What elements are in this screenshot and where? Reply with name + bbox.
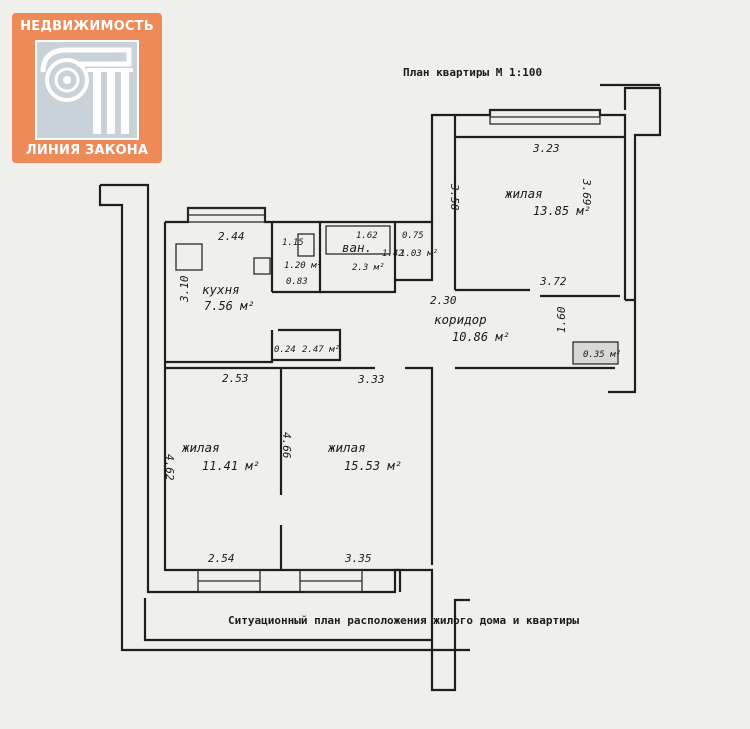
dim-living-ne-right: 3.69 bbox=[580, 178, 593, 206]
dim-living-sw-bottom: 2.54 bbox=[208, 552, 235, 565]
dim-living-ne-bottom: 3.72 bbox=[539, 275, 567, 288]
dim-living-ne-left: 3.58 bbox=[448, 183, 461, 211]
dim-closet-top: 0.75 bbox=[402, 231, 424, 241]
area-living-sw: 11.41 м² bbox=[202, 459, 260, 473]
dim-kitchen-side: 3.10 bbox=[178, 275, 191, 303]
dim-wc-a: 1.15 bbox=[282, 238, 304, 248]
dim-bath-top: 1.62 bbox=[356, 231, 378, 241]
label-living-sw: жилая bbox=[181, 440, 220, 455]
wall-kitchen-south bbox=[165, 328, 342, 364]
outer-wall-west-inner bbox=[98, 185, 470, 652]
area-small-store: 2.47 м² bbox=[302, 345, 340, 355]
outer-wall-south bbox=[143, 598, 432, 642]
dim-corridor-top: 2.30 bbox=[430, 294, 457, 307]
plan-footer: Ситуационный план расположения жилого до… bbox=[228, 614, 579, 627]
dim-living-s-side: 4.66 bbox=[280, 432, 293, 459]
agency-logo: НЕДВИЖИМОСТЬ ЛИНИЯ ЗАКОНА bbox=[12, 13, 162, 163]
store-east-box bbox=[572, 341, 619, 365]
dim-living-sw-top: 2.53 bbox=[222, 372, 249, 385]
area-bath: 2.3 м² bbox=[352, 263, 385, 273]
label-living-s: жилая bbox=[327, 440, 366, 455]
area-living-s: 15.53 м² bbox=[344, 459, 402, 473]
outer-wall-east bbox=[608, 86, 662, 394]
wall-living-ne-south bbox=[455, 288, 620, 298]
dim-living-s-bottom: 3.35 bbox=[344, 552, 372, 565]
area-kitchen: 7.56 м² bbox=[204, 299, 255, 313]
ionic-column-icon bbox=[35, 40, 139, 140]
dim-living-s-top: 3.33 bbox=[357, 373, 385, 386]
label-kitchen: кухня bbox=[202, 282, 240, 297]
wc-fixture bbox=[297, 233, 315, 257]
label-corridor: коридор bbox=[434, 312, 487, 327]
wall-rooms-north bbox=[165, 366, 615, 565]
area-closet: 1.03 м² bbox=[400, 249, 438, 259]
dim-wc-b: 0.83 bbox=[286, 277, 308, 287]
area-living-ne: 13.85 м² bbox=[533, 204, 591, 218]
label-bath: ван. bbox=[342, 240, 372, 255]
plan-title: План квартиры М 1:100 bbox=[403, 66, 542, 79]
logo-top-text: НЕДВИЖИМОСТЬ bbox=[20, 19, 154, 34]
label-living-ne: жилая bbox=[504, 186, 543, 201]
area-corridor: 10.86 м² bbox=[452, 330, 510, 344]
outer-wall-west bbox=[100, 183, 470, 692]
dim-corridor-side: 1.60 bbox=[555, 306, 568, 333]
dim-bath-side: 1.42 bbox=[382, 249, 404, 259]
area-wc: 1.20 м² bbox=[284, 261, 322, 271]
dim-living-ne-top: 3.23 bbox=[532, 142, 560, 155]
wall-bath bbox=[320, 222, 397, 294]
apartment-outline bbox=[163, 108, 627, 592]
stove bbox=[175, 243, 203, 271]
bath-fixture bbox=[325, 225, 391, 255]
dim-living-sw-side: 4.62 bbox=[163, 454, 176, 481]
sink-kitchen bbox=[253, 257, 271, 275]
area-store-east: 0.35 м² bbox=[583, 350, 621, 360]
dim-small-store: 0.24 bbox=[274, 345, 296, 355]
dim-kitchen-top: 2.44 bbox=[218, 230, 245, 243]
logo-bottom-text: ЛИНИЯ ЗАКОНА bbox=[25, 143, 149, 158]
wall-closet bbox=[395, 222, 434, 282]
